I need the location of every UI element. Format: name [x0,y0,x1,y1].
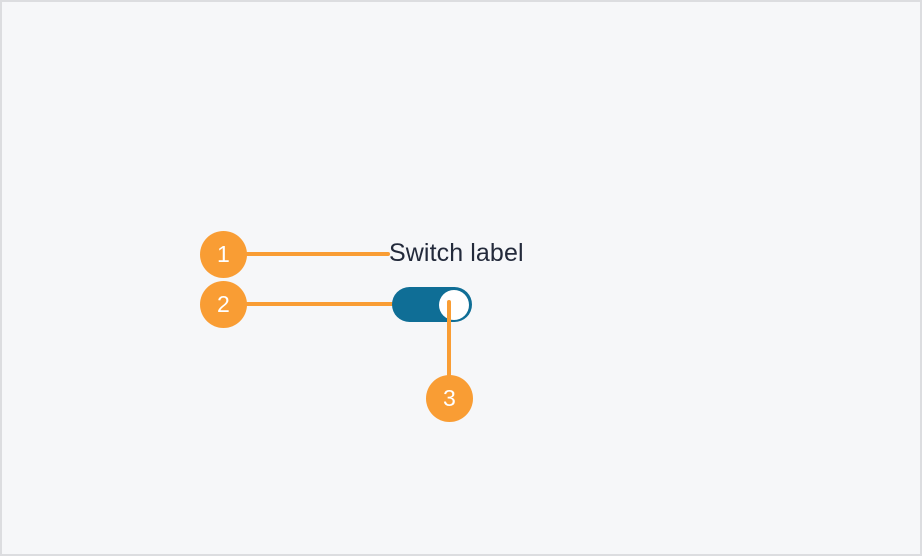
leader-line-1 [242,252,390,256]
leader-line-2 [242,302,394,306]
leader-line-3 [447,300,451,382]
switch-label: Switch label [389,239,524,267]
switch-knob[interactable] [439,289,469,320]
annotation-badge-2: 2 [200,281,247,328]
annotation-badge-3: 3 [426,375,473,422]
annotation-badge-1: 1 [200,231,247,278]
switch-track[interactable] [392,287,472,322]
